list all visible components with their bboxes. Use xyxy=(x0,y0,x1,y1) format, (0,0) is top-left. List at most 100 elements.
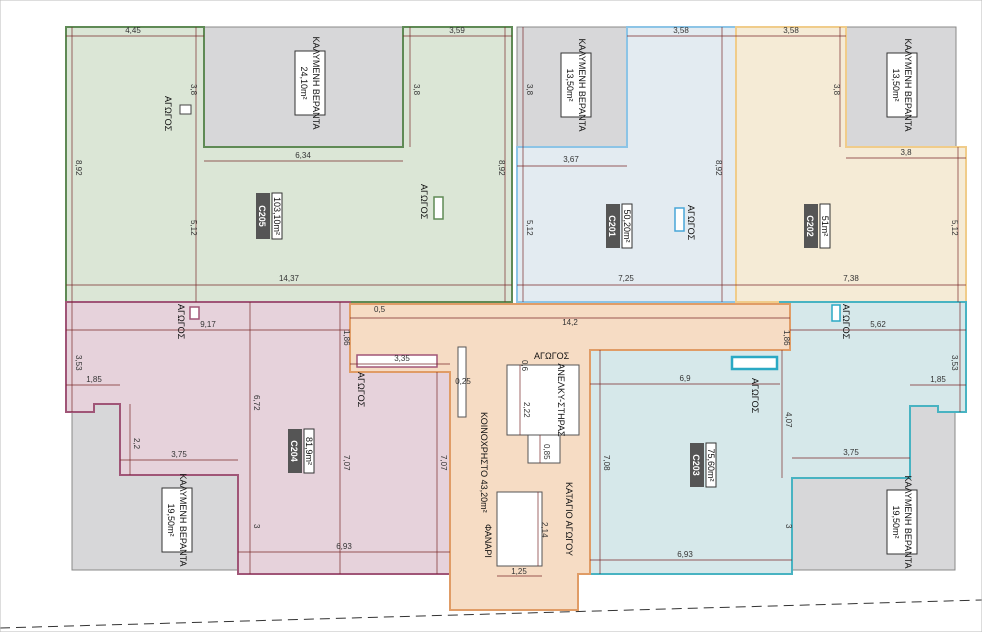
unit-area: 51m² xyxy=(820,216,830,237)
dim-text: 2,2 xyxy=(132,438,141,450)
lightwell xyxy=(496,491,543,567)
duct-box-c205 xyxy=(179,104,192,115)
dim-text: 7,25 xyxy=(618,274,634,283)
dim-text: 3,58 xyxy=(673,26,689,35)
duct-label: ΑΓΩΓΟΣ xyxy=(356,372,366,408)
duct-box-c203 xyxy=(831,304,841,322)
unit-area: 50,20m² xyxy=(622,209,632,242)
dim-text: 3,8 xyxy=(412,84,421,96)
dim-text: 1,85 xyxy=(86,375,102,384)
dim-text: 5,12 xyxy=(189,220,198,236)
dim-text: 0,25 xyxy=(455,377,471,386)
dim-text: 7,38 xyxy=(843,274,859,283)
unit-id: C204 xyxy=(289,440,299,462)
dim-text: 3,53 xyxy=(950,355,959,371)
dim-text: 3,75 xyxy=(171,450,187,459)
unit-area: 75,60m² xyxy=(706,448,716,481)
dim-text: 2,22 xyxy=(522,402,531,418)
shaft-label: ΚΑΤΑΓΙΟ ΑΓΩΓΟΥ xyxy=(564,482,574,556)
duct-box-c203-b xyxy=(730,355,779,371)
dim-text: 3 xyxy=(784,524,793,529)
duct-label: ΑΓΩΓΟΣ xyxy=(750,378,760,414)
unit-id: C201 xyxy=(607,215,617,237)
veranda-title: ΚΑΛΥΜΕΝΗ ΒΕΡΑΝΤΑ xyxy=(577,38,587,131)
unit-id: C205 xyxy=(257,205,267,227)
dim-text: 0,5 xyxy=(374,305,386,314)
veranda-label-c205: ΚΑΛΥΜΕΝΗ ΒΕΡΑΝΤΑ 24,10m² xyxy=(294,36,326,130)
duct-label: ΑΓΩΓΟΣ xyxy=(163,96,173,132)
apartment-c202 xyxy=(735,26,967,303)
lightwell-label: ΦΑΝΑΡΙ xyxy=(483,524,493,558)
dim-text: 8,92 xyxy=(714,160,723,176)
dim-text: 3,8 xyxy=(189,84,198,96)
dim-text: 3,58 xyxy=(783,26,799,35)
dim-text: 3,8 xyxy=(832,84,841,96)
veranda-title: ΚΑΛΥΜΕΝΗ ΒΕΡΑΝΤΑ xyxy=(311,36,321,129)
dim-text: 1,86 xyxy=(342,330,351,346)
dim-text: 3,75 xyxy=(843,448,859,457)
dim-text: 8,92 xyxy=(497,160,506,176)
veranda-area: 19,50m² xyxy=(166,503,176,536)
badge-c204: 81,9m² C204 xyxy=(288,428,315,474)
veranda-title: ΚΑΛΥΜΕΝΗ ΒΕΡΑΝΤΑ xyxy=(903,38,913,131)
veranda-area: 24,10m² xyxy=(299,66,309,99)
duct-label: ΑΓΩΓΟΣ xyxy=(841,304,851,340)
duct-label: ΑΓΩΓΟΣ xyxy=(176,304,186,340)
unit-id: C202 xyxy=(805,215,815,237)
veranda-area: 19,50m² xyxy=(891,505,901,538)
elevator-shaft xyxy=(506,364,580,436)
dim-text: 3,67 xyxy=(563,155,579,164)
duct-shaft xyxy=(527,434,561,464)
dim-text: 5,62 xyxy=(870,320,886,329)
elevator-text: ΑΝΕΛΚΥ-ΣΤΗΡΑΣ xyxy=(556,363,566,437)
duct-label: ΑΓΩΓΟΣ xyxy=(419,184,429,220)
dim-text: 4,45 xyxy=(125,26,141,35)
veranda-labels: ΚΑΛΥΜΕΝΗ ΒΕΡΑΝΤΑ 24,10m² ΚΑΛΥΜΕΝΗ ΒΕΡΑΝΤ… xyxy=(161,36,918,569)
dim-text: 3 xyxy=(252,524,261,529)
badge-c202: 51m² C202 xyxy=(804,203,831,249)
room-labels: ΑΓΩΓΟΣ ΑΓΩΓΟΣ ΑΓΩΓΟΣ ΑΓΩΓΟΣ ΑΓΩΓΟΣ ΑΓΩΓΟ… xyxy=(163,96,851,558)
dim-text: 3,8 xyxy=(900,148,912,157)
dim-text: 6,34 xyxy=(295,151,311,160)
dim-text: 7,07 xyxy=(439,455,448,471)
dim-text: 3,53 xyxy=(74,355,83,371)
dim-text: 6,72 xyxy=(252,395,261,411)
dim-text: 4,07 xyxy=(784,412,793,428)
dim-text: 5,12 xyxy=(525,220,534,236)
duct-label: ΑΓΩΓΟΣ xyxy=(686,205,696,241)
veranda-label-c203: ΚΑΛΥΜΕΝΗ ΒΕΡΑΝΤΑ 19,50m² xyxy=(886,475,918,569)
dim-text: 1,85 xyxy=(930,375,946,384)
dim-text: 0,6 xyxy=(520,360,529,372)
dim-text: 14,37 xyxy=(279,274,300,283)
dim-text: 2,14 xyxy=(540,522,549,538)
property-line xyxy=(0,599,982,629)
veranda-label-c201: ΚΑΛΥΜΕΝΗ ΒΕΡΑΝΤΑ 13,50m² xyxy=(560,38,592,132)
dim-text: 8,92 xyxy=(74,160,83,176)
duct-label: ΑΓΩΓΟΣ xyxy=(534,351,570,361)
veranda-title: ΚΑΛΥΜΕΝΗ ΒΕΡΑΝΤΑ xyxy=(178,473,188,566)
veranda-title: ΚΑΛΥΜΕΝΗ ΒΕΡΑΝΤΑ xyxy=(903,475,913,568)
dim-text: 6,9 xyxy=(679,374,691,383)
duct-box-c204 xyxy=(189,306,200,320)
dim-text: 9,17 xyxy=(200,320,216,329)
dim-text: 3,8 xyxy=(525,84,534,96)
dim-text: 5,12 xyxy=(950,220,959,236)
dimension-labels: 4,45 3,59 3,58 3,58 3,8 3,8 3,8 3,8 6,34… xyxy=(74,26,959,576)
badge-c205: 103,10m² C205 xyxy=(256,192,283,240)
elevator-label: ΑΝΕΛΚΥ-ΣΤΗΡΑΣ xyxy=(556,363,566,437)
dim-text: 0,85 xyxy=(542,444,551,460)
unit-badges: 103,10m² C205 50,20m² C201 51m² C202 81,… xyxy=(256,192,831,488)
duct-box-c201 xyxy=(674,207,685,232)
veranda-area: 13,50m² xyxy=(565,68,575,101)
dim-text: 1,25 xyxy=(511,567,527,576)
badge-c201: 50,20m² C201 xyxy=(606,203,633,249)
veranda-label-c202: ΚΑΛΥΜΕΝΗ ΒΕΡΑΝΤΑ 13,50m² xyxy=(886,38,918,132)
common-area-label: ΚΟΙΝΟΧΡΗΣΤΟ 43,20m² xyxy=(479,412,489,513)
dim-text: 3,35 xyxy=(394,354,410,363)
unit-area: 103,10m² xyxy=(272,197,282,235)
dim-text: 1,86 xyxy=(782,330,791,346)
dim-text: 3,59 xyxy=(449,26,465,35)
dim-text: 6,93 xyxy=(336,542,352,551)
duct-box-c205-b xyxy=(433,196,444,220)
